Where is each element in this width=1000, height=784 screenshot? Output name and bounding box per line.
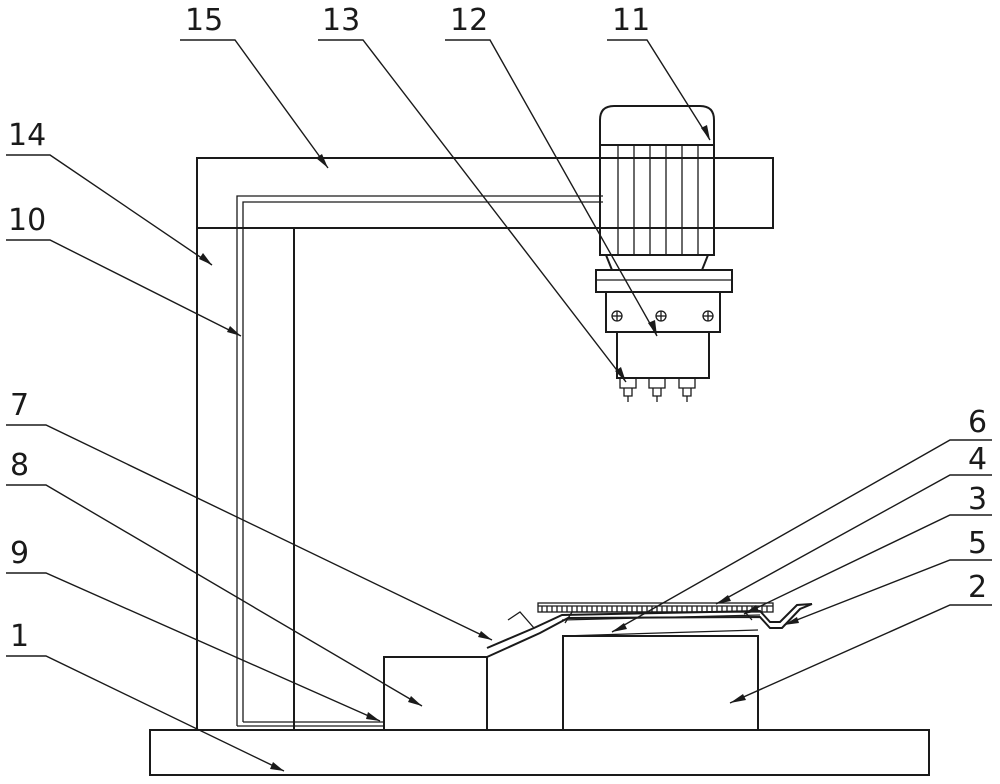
leader-12 (445, 39, 658, 337)
callout-3: 3 (968, 482, 987, 517)
arrow-10 (227, 326, 241, 336)
callout-10: 10 (8, 203, 46, 238)
leader-6 (611, 439, 992, 633)
arrow-8 (408, 696, 422, 706)
leader-arrows (199, 125, 799, 771)
grating-plate (537, 602, 774, 613)
callout-8: 8 (10, 448, 29, 483)
arrow-9 (366, 712, 380, 721)
callout-13: 13 (322, 3, 360, 38)
callout-6: 6 (968, 405, 987, 440)
arrow-12 (648, 320, 657, 336)
gearbox (605, 291, 721, 379)
leader-5 (783, 559, 992, 626)
arrow-3 (744, 605, 759, 614)
nozzles (619, 378, 696, 402)
arrow-5 (784, 617, 799, 625)
leader-13 (318, 39, 627, 383)
callout-1: 1 (10, 619, 29, 654)
leader-10 (6, 239, 242, 337)
callout-15: 15 (185, 3, 223, 38)
arrow-13 (615, 367, 626, 382)
arrow-14 (199, 253, 212, 265)
leader-3 (743, 514, 992, 615)
leader-lines (6, 39, 992, 772)
leader-2 (729, 604, 992, 704)
callout-12: 12 (450, 3, 488, 38)
callout-11: 11 (612, 3, 650, 38)
leader-9 (6, 572, 381, 722)
leader-1 (6, 655, 285, 772)
leader-4 (715, 474, 992, 605)
leader-11 (607, 39, 711, 141)
callout-7: 7 (10, 388, 29, 423)
arrow-4 (716, 595, 731, 604)
tray (486, 603, 813, 658)
arrow-1 (270, 762, 284, 771)
callout-14: 14 (8, 118, 46, 153)
arrow-11 (701, 125, 710, 140)
callout-4: 4 (968, 442, 987, 477)
leader-15 (180, 39, 329, 169)
conduit (236, 195, 603, 727)
leader-7 (6, 424, 493, 641)
leader-14 (6, 154, 213, 266)
arrow-7 (478, 631, 492, 640)
callout-5: 5 (968, 526, 987, 561)
callout-9: 9 (10, 536, 29, 571)
waste-box (383, 656, 488, 731)
pedestal (562, 635, 759, 731)
leader-8 (6, 484, 423, 707)
arrow-6 (612, 623, 627, 632)
column (196, 157, 774, 730)
callout-labels: 15 13 12 11 14 10 7 8 9 1 6 4 3 5 2 (8, 3, 987, 654)
base-plate (149, 729, 930, 776)
arrow-15 (316, 154, 328, 168)
arrow-2 (730, 694, 746, 703)
callout-2: 2 (968, 570, 987, 605)
